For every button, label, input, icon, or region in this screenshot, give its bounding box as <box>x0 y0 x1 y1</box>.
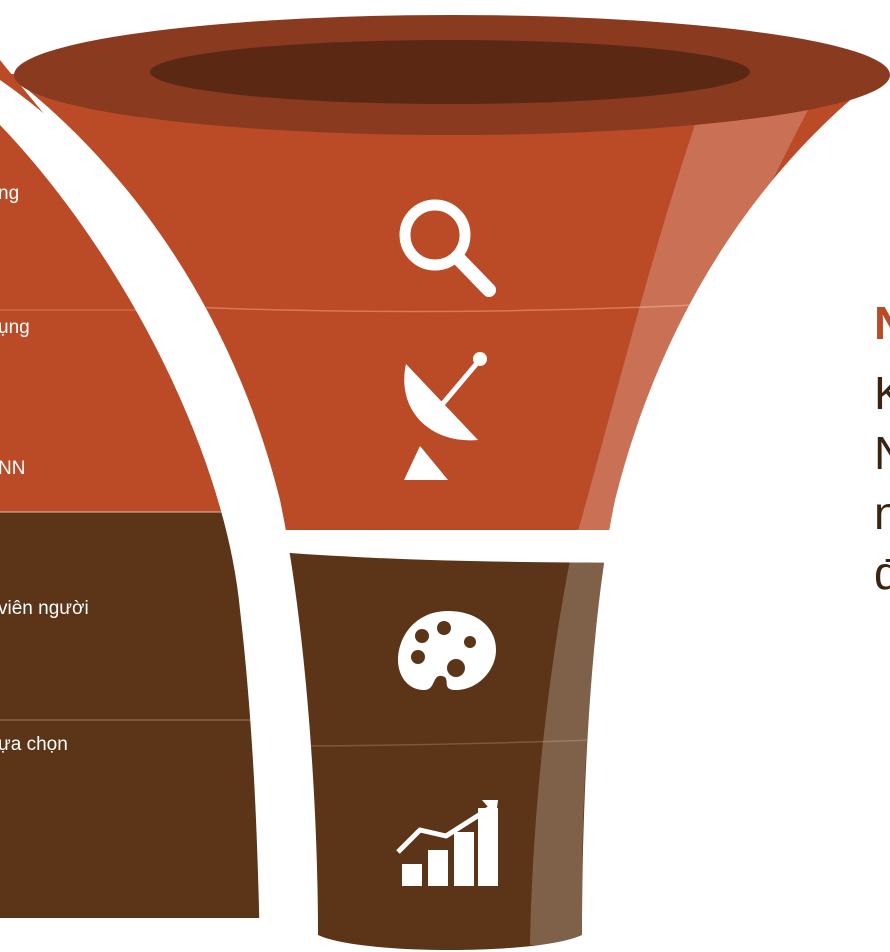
funnel-opening <box>150 40 750 104</box>
palette-icon <box>398 611 496 690</box>
funnel-highlight <box>530 110 808 945</box>
chart-growth-icon <box>396 800 498 886</box>
separator-arc <box>0 80 310 952</box>
search-icon <box>399 199 496 297</box>
satellite-dish-icon <box>404 352 487 480</box>
list-item: viên người <box>0 598 89 619</box>
list-item: NN <box>0 458 26 479</box>
body-text-line: đ <box>874 547 890 599</box>
list-item: ng <box>0 183 20 204</box>
list-item: ụng <box>0 317 30 338</box>
body-text-line: K <box>874 367 890 419</box>
body-text-line: N <box>874 426 890 480</box>
body-text-line: n <box>874 487 890 539</box>
section-heading: N <box>874 296 890 350</box>
list-item: ựa chọn <box>0 734 68 755</box>
